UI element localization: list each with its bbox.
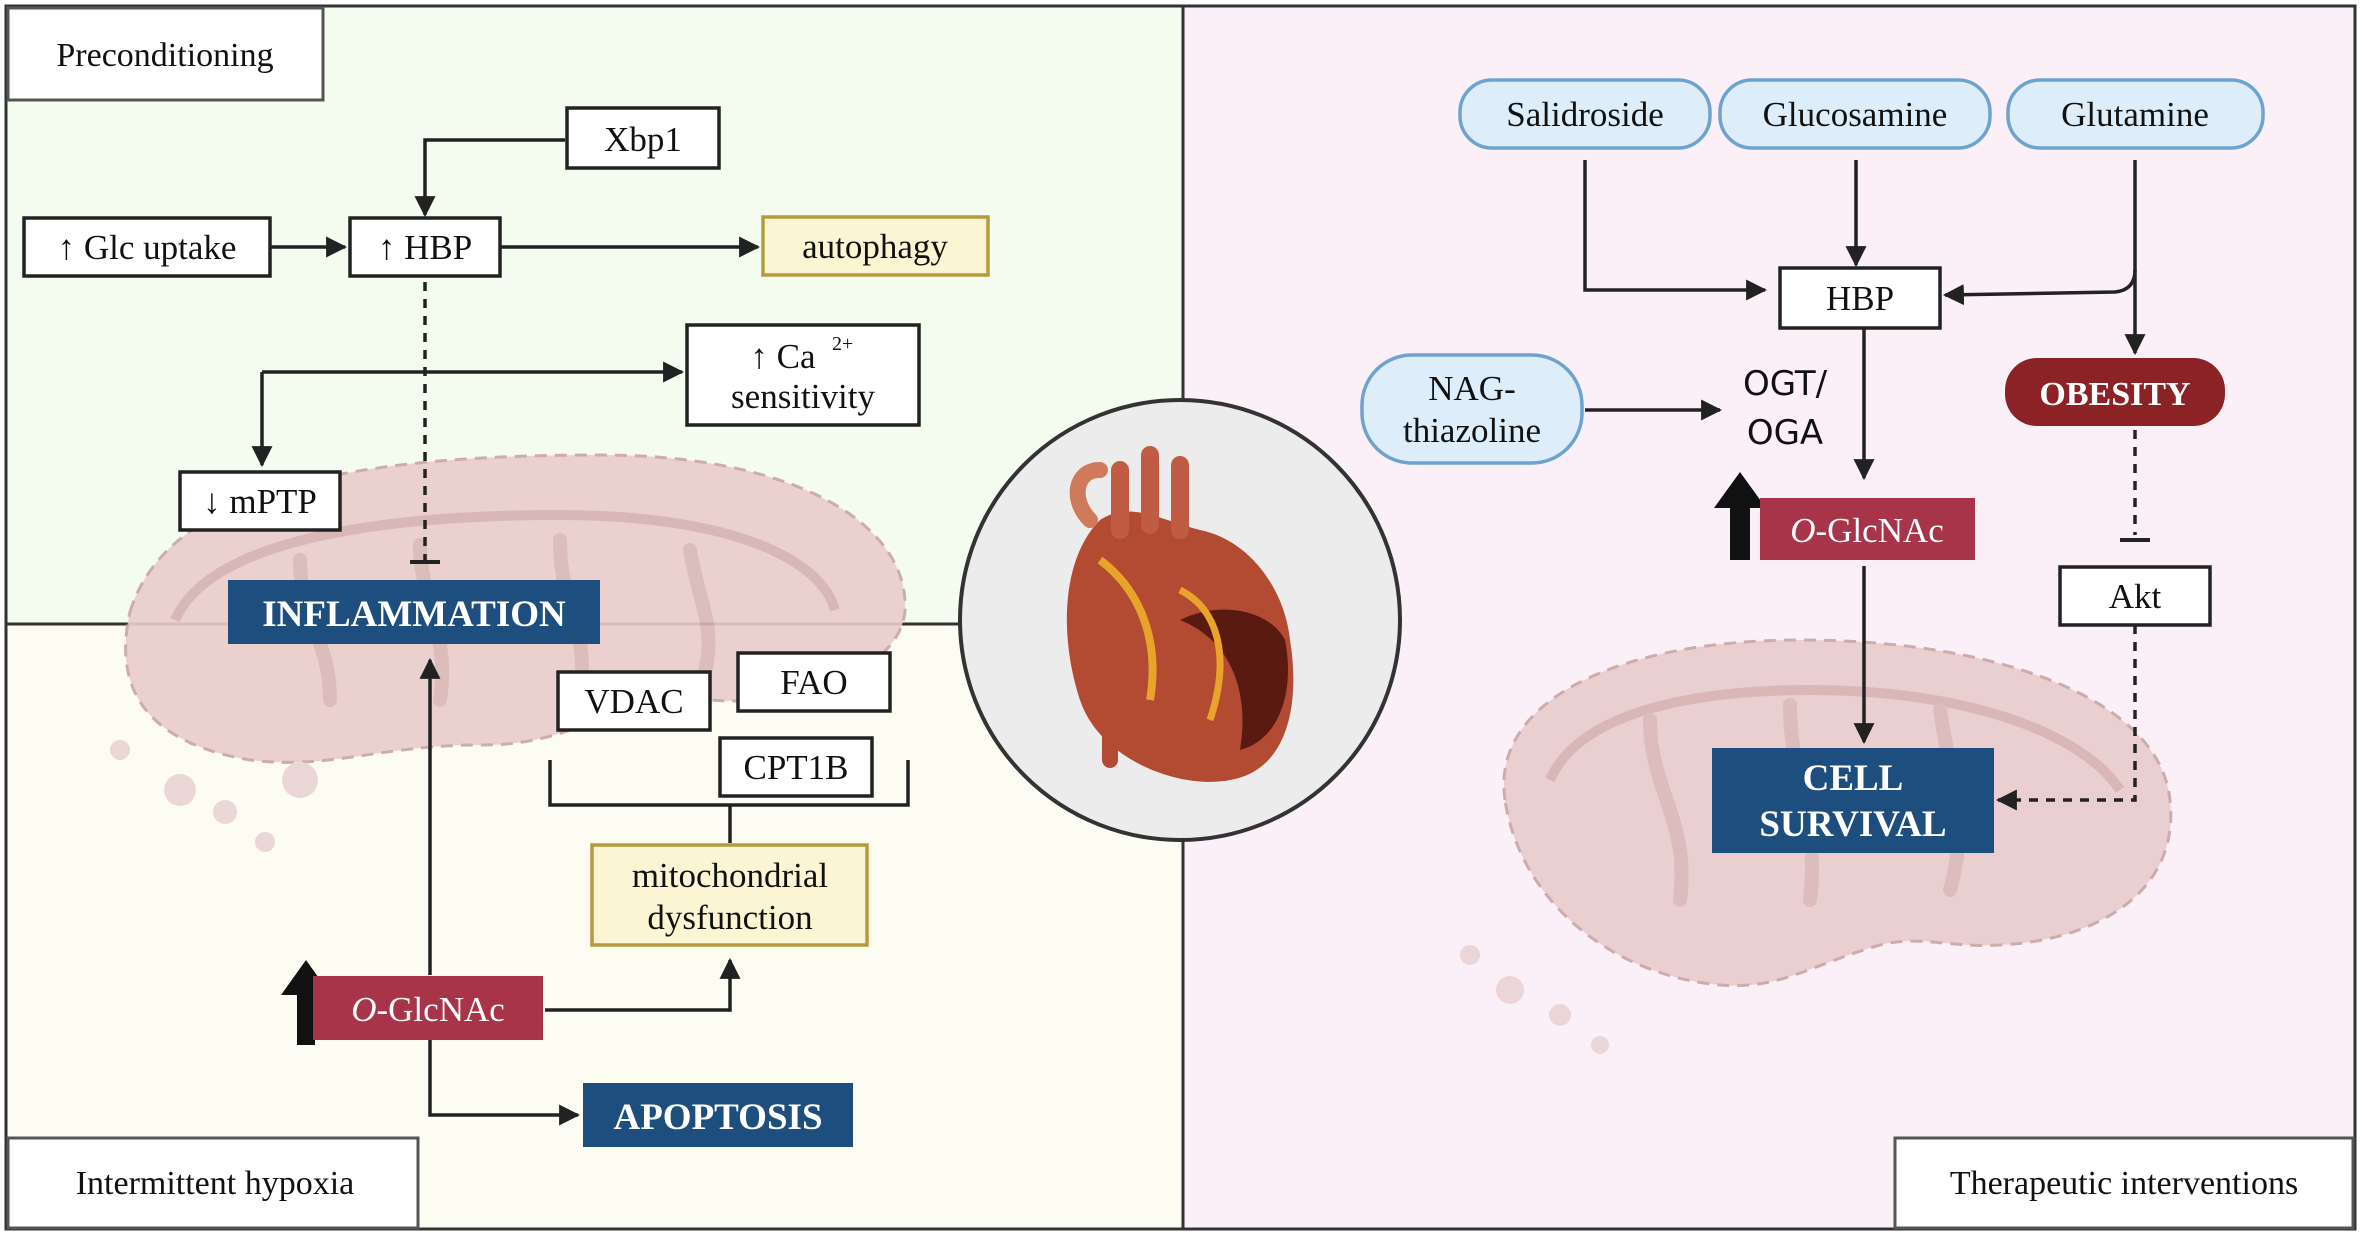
akt-label: Akt bbox=[2109, 577, 2162, 616]
heart-illustration bbox=[958, 398, 1402, 842]
obesity-node: OBESITY bbox=[2005, 358, 2225, 426]
ca-sensitivity-label: sensitivity bbox=[731, 377, 875, 416]
therapeutic-label: Therapeutic interventions bbox=[1950, 1165, 2298, 1202]
nag-label-2: thiazoline bbox=[1403, 411, 1541, 450]
therapeutic-label-box: Therapeutic interventions bbox=[1893, 1136, 2355, 1230]
ogt-label: OGT/ bbox=[1743, 364, 1828, 404]
glucosamine-label: Glucosamine bbox=[1763, 95, 1948, 134]
ogt-oga-label-group: OGT/ OGA bbox=[1743, 364, 1828, 453]
autophagy-node: autophagy bbox=[761, 215, 990, 277]
preconditioning-label-box: Preconditioning bbox=[6, 6, 325, 102]
fao-node: FAO bbox=[736, 651, 892, 713]
cell-survival-label-2: SURVIVAL bbox=[1759, 804, 1946, 845]
vdac-label: VDAC bbox=[584, 682, 683, 721]
ca-sensitivity-node: ↑ Ca 2+ sensitivity bbox=[685, 323, 921, 427]
glc-uptake-node: ↑ Glc uptake bbox=[22, 216, 272, 278]
hbp-label-left: ↑ HBP bbox=[378, 228, 472, 267]
inflammation-label: INFLAMMATION bbox=[262, 594, 566, 635]
cell-survival-label-1: CELL bbox=[1803, 758, 1904, 799]
mptp-node: ↓ mPTP bbox=[178, 470, 342, 532]
vdac-node: VDAC bbox=[556, 670, 712, 732]
autophagy-label: autophagy bbox=[802, 227, 948, 266]
inflammation-node: INFLAMMATION bbox=[228, 580, 600, 644]
cpt1b-label: CPT1B bbox=[743, 748, 848, 787]
preconditioning-label: Preconditioning bbox=[56, 37, 273, 74]
mitochondrial-dysfunction-node: mitochondrial dysfunction bbox=[590, 843, 869, 947]
up-arrow-icon-right bbox=[1714, 472, 1766, 560]
oglcnac-node-right: O-GlcNAc bbox=[1714, 472, 1975, 560]
oglcnac-label-right: O-GlcNAc bbox=[1790, 511, 1944, 550]
salidroside-label: Salidroside bbox=[1506, 95, 1663, 134]
mito-dysfunction-label-1: mitochondrial bbox=[632, 856, 829, 895]
intermittent-hypoxia-label: Intermittent hypoxia bbox=[76, 1165, 355, 1202]
cpt1b-node: CPT1B bbox=[718, 736, 874, 798]
apoptosis-label: APOPTOSIS bbox=[613, 1097, 822, 1138]
nag-thiazoline-node: NAG- thiazoline bbox=[1360, 353, 1584, 465]
xbp1-label: Xbp1 bbox=[604, 120, 682, 159]
mito-dysfunction-label-2: dysfunction bbox=[647, 898, 812, 937]
ca-superscript: 2+ bbox=[832, 333, 853, 355]
glutamine-node: Glutamine bbox=[2006, 78, 2265, 150]
mptp-label: ↓ mPTP bbox=[203, 482, 317, 521]
xbp1-node: Xbp1 bbox=[565, 106, 721, 170]
obesity-label: OBESITY bbox=[2039, 376, 2190, 413]
fao-label: FAO bbox=[780, 663, 847, 702]
intermittent-hypoxia-label-box: Intermittent hypoxia bbox=[6, 1136, 420, 1230]
hbp-label-right: HBP bbox=[1826, 279, 1894, 318]
salidroside-node: Salidroside bbox=[1458, 78, 1712, 150]
cell-survival-node: CELL SURVIVAL bbox=[1712, 748, 1994, 853]
apoptosis-node: APOPTOSIS bbox=[583, 1083, 853, 1147]
oga-label: OGA bbox=[1747, 413, 1823, 453]
oglcnac-label-left: O-GlcNAc bbox=[351, 990, 505, 1029]
glutamine-label: Glutamine bbox=[2061, 95, 2209, 134]
hbp-node-right: HBP bbox=[1778, 266, 1942, 330]
glucosamine-node: Glucosamine bbox=[1718, 78, 1992, 150]
nag-label-1: NAG- bbox=[1428, 369, 1515, 408]
oglcnac-node-left: O-GlcNAc bbox=[281, 960, 543, 1045]
hbp-node-left: ↑ HBP bbox=[348, 216, 502, 278]
glc-uptake-label: ↑ Glc uptake bbox=[58, 228, 237, 267]
ca-label: ↑ Ca bbox=[750, 337, 816, 376]
akt-node: Akt bbox=[2058, 565, 2212, 627]
